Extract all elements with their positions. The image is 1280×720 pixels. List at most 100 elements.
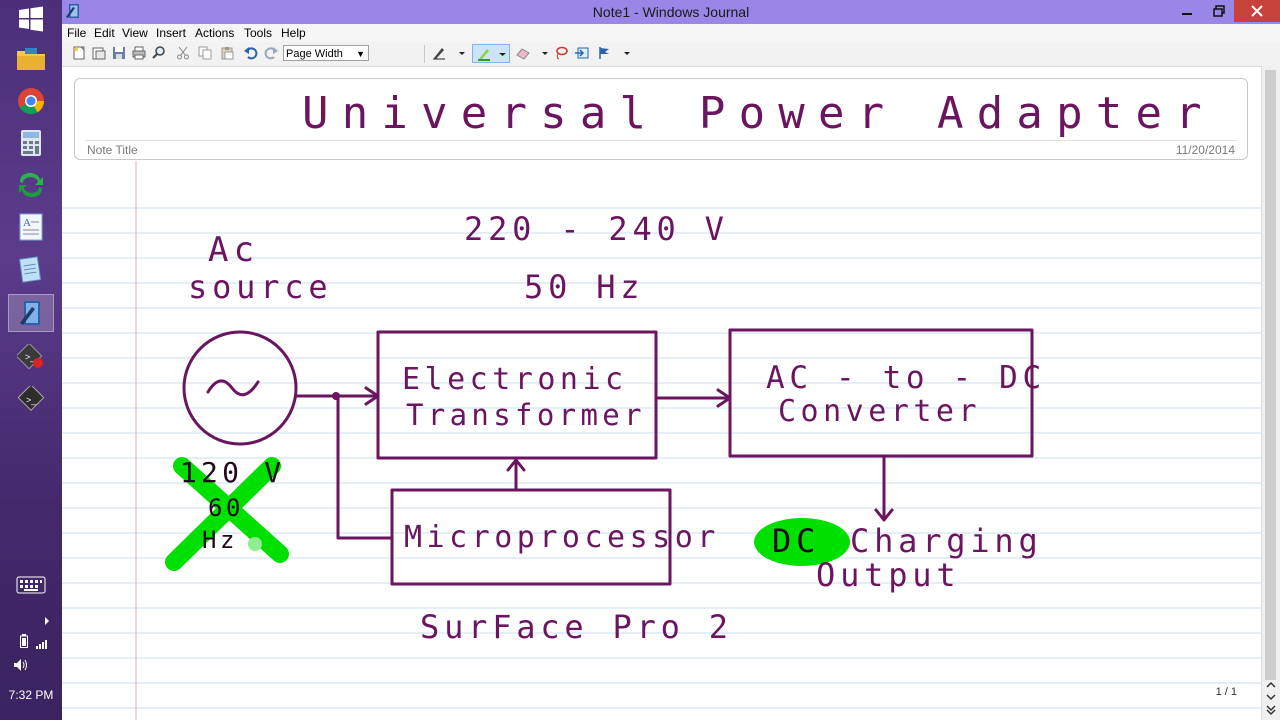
handwritten-dc: DC [772, 522, 821, 560]
print-icon[interactable] [132, 46, 146, 60]
new-note-icon[interactable] [72, 46, 86, 60]
note-date: 11/20/2014 [1175, 143, 1235, 157]
menu-edit[interactable]: Edit [94, 26, 115, 40]
scroll-thumb[interactable] [1265, 70, 1276, 680]
restore-icon [1213, 5, 1225, 17]
taskbar-terminal-record[interactable]: >_ [8, 338, 54, 376]
clock[interactable]: 7:32 PM [8, 688, 54, 702]
menu-tools[interactable]: Tools [244, 26, 273, 40]
scroll-up-icon[interactable] [1265, 680, 1277, 690]
close-button[interactable] [1234, 0, 1280, 22]
taskbar-chrome[interactable] [8, 82, 54, 120]
taskbar-notepad[interactable] [8, 250, 54, 288]
battery-icon[interactable] [20, 634, 28, 653]
ac-source-circle [182, 330, 298, 446]
highlighter-tool-button[interactable] [472, 44, 510, 63]
highlight-strikethrough [165, 457, 289, 571]
flag-options-chevron-icon[interactable] [620, 46, 634, 60]
terminal-icon: >_ [18, 386, 44, 412]
windows-logo-icon [19, 6, 43, 32]
menu-bar: File Edit View Insert Actions Tools Help [62, 24, 1280, 42]
menu-view[interactable]: View [122, 26, 148, 40]
save-icon[interactable] [112, 46, 126, 60]
handwritten-charging: Charging [850, 522, 1043, 560]
zoom-value: Page Width [286, 48, 343, 60]
title-bar[interactable]: Note1 - Windows Journal [62, 0, 1280, 24]
menu-help[interactable]: Help [281, 26, 306, 40]
eraser-icon[interactable] [516, 46, 530, 60]
transformer-to-converter-arrow [656, 388, 732, 408]
zoom-select[interactable]: Page Width ▼ [283, 45, 369, 61]
insert-space-icon[interactable] [575, 46, 589, 60]
journal-icon [20, 301, 40, 325]
scroll-down-icon[interactable] [1265, 692, 1277, 702]
taskbar-sync-app[interactable] [8, 166, 54, 204]
title-rule [85, 140, 1237, 141]
open-icon[interactable] [92, 46, 106, 60]
handwritten-voltage: 220 - 240 V [464, 210, 729, 248]
tray-expand-icon[interactable] [44, 612, 50, 630]
eraser-options-chevron-icon[interactable] [538, 46, 552, 60]
flag-icon[interactable] [598, 46, 612, 60]
svg-text:A: A [23, 217, 31, 229]
handwritten-source: source [188, 268, 333, 306]
lasso-select-icon[interactable] [554, 46, 568, 60]
cut-icon[interactable] [176, 46, 190, 60]
converter-box [728, 328, 1034, 458]
sync-arrows-icon [19, 172, 43, 198]
converter-to-output-arrow [874, 454, 894, 522]
menu-actions[interactable]: Actions [195, 26, 235, 40]
copy-icon[interactable] [198, 46, 212, 60]
pen-icon[interactable] [432, 46, 446, 60]
volume-icon[interactable] [14, 658, 30, 676]
converter-label-line1: AC - to - DC [766, 360, 1046, 396]
calculator-icon [21, 130, 41, 156]
converter-label-line2: Converter [778, 394, 982, 429]
handwritten-output: Output [816, 556, 961, 594]
taskbar-terminal[interactable]: >_ [8, 380, 54, 418]
highlighter-icon [478, 49, 490, 61]
chevron-down-icon: ▼ [356, 49, 365, 59]
feedback-line [336, 394, 394, 540]
find-icon[interactable] [152, 46, 166, 60]
taskbar-windows-journal[interactable] [8, 294, 54, 332]
paste-icon[interactable] [220, 46, 234, 60]
handwritten-us-freq-unit: Hz [202, 526, 239, 554]
scroll-page-down-icon[interactable] [1265, 704, 1277, 716]
undo-icon[interactable] [244, 46, 258, 60]
restore-button[interactable] [1204, 0, 1234, 22]
svg-text:>_: >_ [26, 395, 37, 405]
minimize-icon [1182, 13, 1192, 15]
highlighter-options-chevron-icon [499, 53, 506, 56]
micro-to-transformer-arrow [506, 458, 526, 492]
menu-file[interactable]: File [67, 26, 87, 40]
network-signal-icon[interactable] [36, 636, 50, 654]
redo-icon[interactable] [264, 46, 278, 60]
window-title: Note1 - Windows Journal [592, 4, 750, 20]
sine-wave-symbol [206, 379, 260, 397]
start-button[interactable] [8, 0, 54, 38]
terminal-record-icon: >_ [17, 344, 43, 370]
minimize-button[interactable] [1172, 0, 1202, 22]
document-icon: A [19, 213, 43, 241]
note-title-area[interactable]: Note Title 11/20/2014 [74, 78, 1248, 160]
taskbar: A >_ >_ 7:32 PM [0, 0, 62, 720]
note-page[interactable]: Note Title 11/20/2014 Universal Power Ad… [62, 66, 1261, 720]
microprocessor-label: Microprocessor [404, 520, 720, 555]
taskbar-calculator[interactable] [8, 124, 54, 162]
notepad-icon [18, 256, 42, 283]
close-icon [1251, 5, 1263, 17]
menu-insert[interactable]: Insert [156, 26, 187, 40]
taskbar-wordpad[interactable]: A [8, 208, 54, 246]
transformer-label-line1: Electronic [402, 362, 628, 397]
handwritten-us-freq-value: 60 [208, 494, 245, 522]
pen-options-chevron-icon[interactable] [455, 46, 469, 60]
taskbar-file-explorer[interactable] [8, 40, 54, 78]
handwritten-title: Universal Power Adapter [302, 88, 1215, 139]
ink-drawing [165, 328, 1034, 586]
vertical-scrollbar[interactable] [1261, 66, 1280, 720]
page-indicator: 1 / 1 [1215, 686, 1237, 698]
touch-keyboard-button[interactable] [8, 566, 54, 604]
folder-icon [17, 48, 45, 70]
app-icon[interactable] [66, 3, 80, 24]
